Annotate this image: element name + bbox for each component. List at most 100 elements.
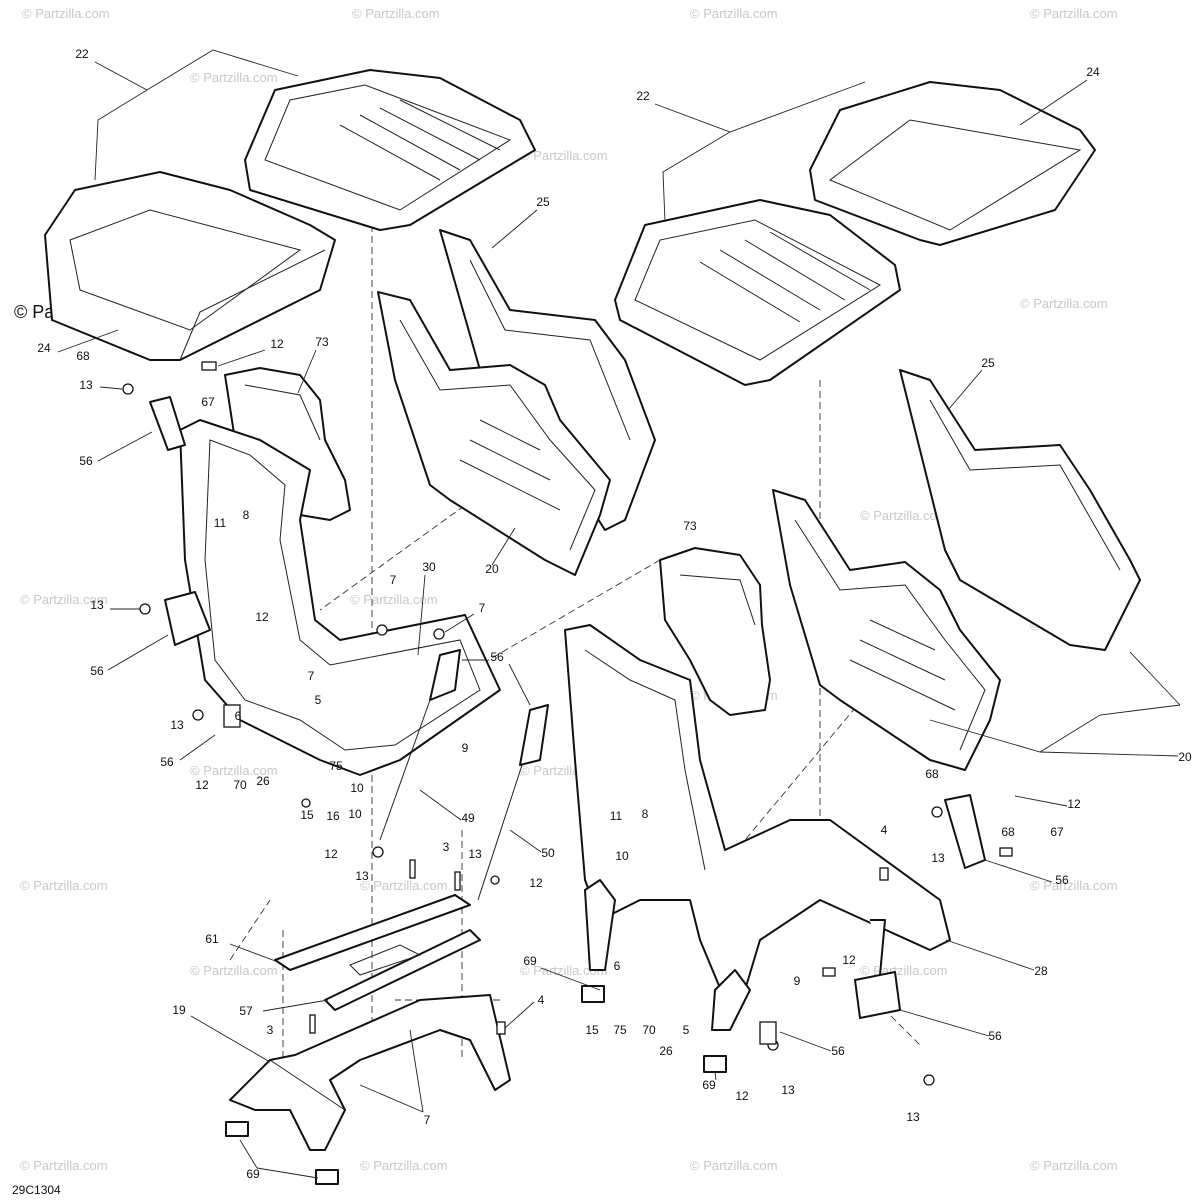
callout-labels: 2222242425251268731367561182030777313125… [37,47,1192,1181]
callout-label: 15 [300,808,314,822]
watermark: © Partzilla.com [520,963,608,978]
callout-label: 4 [881,823,888,837]
watermark: © Partzilla.com [1020,296,1108,311]
callout-label: 57 [239,1004,253,1018]
callout-label: 12 [842,953,856,967]
callout-label: 13 [90,598,104,612]
callout-label: 56 [79,454,93,468]
callout-label: 26 [659,1044,673,1058]
hardware-bolts [122,361,1013,1086]
callout-label: 49 [461,811,475,825]
callout-label: 68 [1001,825,1015,839]
callout-label: 70 [233,778,247,792]
watermark: © Partzilla.com [20,878,108,893]
drawing-code: 29C1304 [12,1183,61,1197]
leader-lines [57,49,1181,1179]
callout-label: 22 [75,47,89,61]
callout-label: 5 [315,693,322,707]
callout-label: 68 [76,349,90,363]
callout-label: 11 [610,809,623,823]
callout-label: 12 [529,876,543,890]
callout-label: 20 [485,562,499,576]
callout-label: 15 [585,1023,599,1037]
callout-label: 12 [324,847,338,861]
callout-label: 56 [490,650,504,664]
seat-back-front-right [772,489,1001,771]
callout-label: 3 [443,840,450,854]
callout-label: 22 [636,89,650,103]
foot-bushings [225,985,727,1185]
callout-label: 30 [422,560,436,574]
callout-label: 75 [613,1023,627,1037]
callout-label: 7 [390,573,397,587]
callout-label: 56 [988,1029,1002,1043]
callout-label: 6 [235,709,242,723]
callout-label: 12 [1067,797,1081,811]
callout-label: 13 [906,1110,920,1124]
callout-label: 61 [205,932,219,946]
watermark: © Partzilla.com [360,1158,448,1173]
watermark: © Partzilla.com [1030,6,1118,21]
callout-label: 5 [683,1023,690,1037]
callout-label: 13 [931,851,945,865]
seat-back-front-left [377,291,611,576]
callout-label: 8 [642,807,649,821]
seat-back-rear-right [899,369,1141,651]
callout-label: 7 [479,601,486,615]
retractor-guides [149,396,986,1019]
callout-label: 68 [925,767,939,781]
seat-base-frame-right [614,199,901,386]
callout-label: 28 [1034,964,1048,978]
watermark: © Partzilla.com [860,508,948,523]
watermark: © Partzilla.com [350,592,438,607]
callout-label: 69 [246,1167,260,1181]
callout-label: 67 [1050,825,1064,839]
slider-rail-assembly [274,894,481,1011]
watermark: © Partzilla.com [360,878,448,893]
callout-label: 70 [642,1023,656,1037]
callout-label: 12 [270,337,284,351]
callout-label: 73 [315,335,329,349]
callout-label: 13 [468,847,482,861]
seat-bottom-cushion-left [44,171,336,361]
watermark: © Partzilla.com [1030,1158,1118,1173]
callout-label: 12 [255,610,269,624]
seat-frame-left [179,419,501,776]
callout-label: 4 [538,993,545,1007]
callout-label: 56 [831,1044,845,1058]
callout-label: 50 [541,846,555,860]
callout-label: 56 [160,755,174,769]
callout-label: 7 [308,669,315,683]
seat-belt-buckle-assembly [379,649,549,901]
watermark: © Partzilla.com [690,6,778,21]
seat-frame-right [564,624,951,1031]
callout-label: 11 [214,516,227,530]
callout-label: 12 [195,778,209,792]
watermark: © Partzilla.com [520,148,608,163]
watermark: © Partzilla.com [20,1158,108,1173]
watermark: © Partzilla.com [190,963,278,978]
callout-label: 26 [256,774,270,788]
callout-label: 24 [1086,65,1100,79]
callout-label: 73 [683,519,697,533]
callout-label: 19 [172,1003,186,1017]
callout-label: 9 [462,741,469,755]
callout-label: 10 [615,849,629,863]
watermark: © Partzilla.com [352,6,440,21]
callout-label: 3 [267,1023,274,1037]
callout-label: 25 [536,195,550,209]
watermark: © Partzilla.com [190,70,278,85]
watermark: © Partzilla.com [1030,878,1118,893]
headrest-right [659,547,771,716]
watermark: © Partzilla.com [20,592,108,607]
callout-label: 10 [350,781,364,795]
callout-label: 56 [1055,873,1069,887]
callout-label: 25 [981,356,995,370]
seat-bottom-cushion-right [809,81,1096,246]
callout-label: 12 [735,1089,749,1103]
callout-label: 6 [614,959,621,973]
callout-label: 16 [326,809,340,823]
callout-label: 20 [1178,750,1192,764]
